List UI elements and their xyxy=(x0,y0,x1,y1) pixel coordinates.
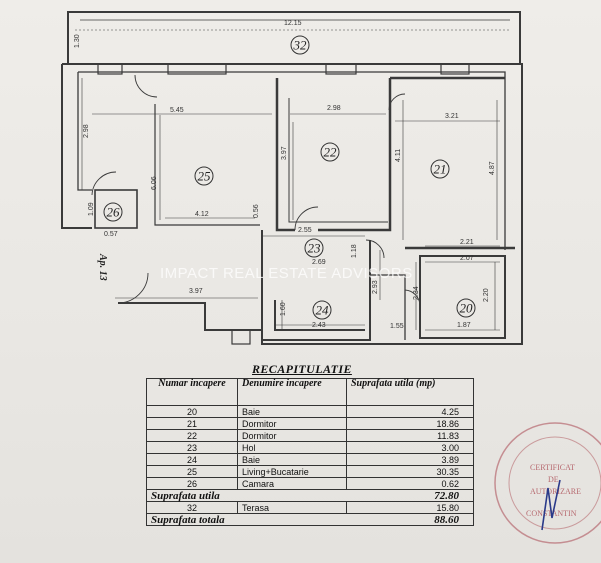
row-name: Living+Bucatarie xyxy=(237,465,347,478)
dim-terrace-length: 12.15 xyxy=(284,20,302,27)
dim-living-width: 5.45 xyxy=(170,107,184,114)
stamp-line-1: CERTIFICAT xyxy=(530,463,575,472)
row-number: 21 xyxy=(146,417,238,430)
dim-pantry-width: 0.57 xyxy=(104,231,118,238)
header-name: Denumire incapere xyxy=(237,378,347,406)
terrace-area: 15.80 xyxy=(346,501,474,514)
room-number-32: 32 xyxy=(293,38,308,53)
row-area: 3.89 xyxy=(346,453,474,466)
dim-bed21-height: 4.87 xyxy=(489,161,496,175)
dim-living-height: 2.98 xyxy=(83,124,90,138)
row-area: 3.00 xyxy=(346,441,474,454)
row-area: 30.35 xyxy=(346,465,474,478)
row-name: Baie xyxy=(237,453,347,466)
row-name: Baie xyxy=(237,405,347,418)
floor-plan-drawing: 12.15 1.30 5.45 2.98 6.06 4.12 3.97 0.56… xyxy=(61,11,523,345)
dim-gap-bottom: 1.55 xyxy=(390,323,404,330)
watermark: IMPACT REAL ESTATE ADVISORS xyxy=(160,265,413,282)
room-number-25: 25 xyxy=(198,169,212,184)
dim-living-depth: 6.06 xyxy=(151,176,158,190)
room-number-21: 21 xyxy=(434,162,447,177)
room-number-20: 20 xyxy=(460,301,474,316)
dim-hall-height: 1.18 xyxy=(351,244,358,258)
bedroom-21-walls xyxy=(390,76,515,250)
row-area: 0.62 xyxy=(346,477,474,490)
dim-pantry-height: 1.09 xyxy=(88,202,95,216)
row-number: 25 xyxy=(146,465,238,478)
dim-bed21-bottom: 2.21 xyxy=(460,239,474,246)
bedroom-22-walls xyxy=(275,78,392,232)
dim-living-inner: 4.12 xyxy=(195,211,209,218)
recap-table: Numar incapere Denumire incapere Suprafa… xyxy=(146,378,474,526)
room-number-26: 26 xyxy=(107,205,121,220)
recap-title: RECAPITULATIE xyxy=(252,362,352,376)
room-number-24: 24 xyxy=(316,303,330,318)
dim-divider: 0.56 xyxy=(253,204,260,218)
header-number: Numar incapere xyxy=(146,378,238,406)
dim-bed21-left: 4.11 xyxy=(395,149,402,162)
terrace-number: 32 xyxy=(146,501,238,514)
pantry-26-walls xyxy=(94,189,138,229)
official-stamp: CERTIFICAT DE AUTORIZARE CONSTANTIN xyxy=(494,422,601,544)
row-number: 22 xyxy=(146,429,238,442)
dim-living-bottom: 3.97 xyxy=(189,288,203,295)
bath-20-walls xyxy=(419,255,506,339)
row-area: 4.25 xyxy=(346,405,474,418)
dim-bath20-side: 2.34 xyxy=(413,286,420,300)
room-number-23: 23 xyxy=(308,241,322,256)
useful-area-value: 72.80 xyxy=(346,489,474,502)
total-area-value: 88.60 xyxy=(346,513,474,526)
dim-bed22-height: 3.97 xyxy=(281,146,288,160)
signature xyxy=(541,479,561,531)
row-number: 24 xyxy=(146,453,238,466)
total-area-label: Suprafata totala xyxy=(146,513,347,526)
row-area: 18.86 xyxy=(346,417,474,430)
dim-bed22-bottom: 2.55 xyxy=(298,227,312,234)
dim-bath20-top: 2.07 xyxy=(460,255,474,262)
dim-bath20-width: 1.87 xyxy=(457,322,471,329)
apartment-outer-wall xyxy=(61,63,523,345)
useful-area-label: Suprafata utila xyxy=(146,489,347,502)
dim-terrace-depth: 1.30 xyxy=(74,34,81,48)
dim-bath24-height: 1.60 xyxy=(280,302,287,316)
terrace-name: Terasa xyxy=(237,501,347,514)
stamp-line-2: DE xyxy=(548,475,559,484)
dim-bath20-height: 2.20 xyxy=(483,288,490,302)
row-name: Dormitor xyxy=(237,417,347,430)
apartment-label: Ap. 13 xyxy=(97,253,108,281)
row-name: Dormitor xyxy=(237,429,347,442)
row-area: 11.83 xyxy=(346,429,474,442)
row-number: 20 xyxy=(146,405,238,418)
row-number: 26 xyxy=(146,477,238,490)
row-name: Hol xyxy=(237,441,347,454)
dim-hall-width: 2.69 xyxy=(312,259,326,266)
dim-bed21-width: 3.21 xyxy=(445,113,459,120)
recap-header-row: Numar incapere Denumire incapere Suprafa… xyxy=(146,378,474,406)
stamp-line-3: AUTORIZARE xyxy=(530,487,581,496)
dim-bath24-width: 2.43 xyxy=(312,322,326,329)
dim-bed22-width: 2.98 xyxy=(327,105,341,112)
header-area: Suprafata utila (mp) xyxy=(346,378,474,406)
row-name: Camara xyxy=(237,477,347,490)
room-number-22: 22 xyxy=(324,145,338,160)
row-number: 23 xyxy=(146,441,238,454)
dim-hall-side: 2.93 xyxy=(372,280,379,294)
